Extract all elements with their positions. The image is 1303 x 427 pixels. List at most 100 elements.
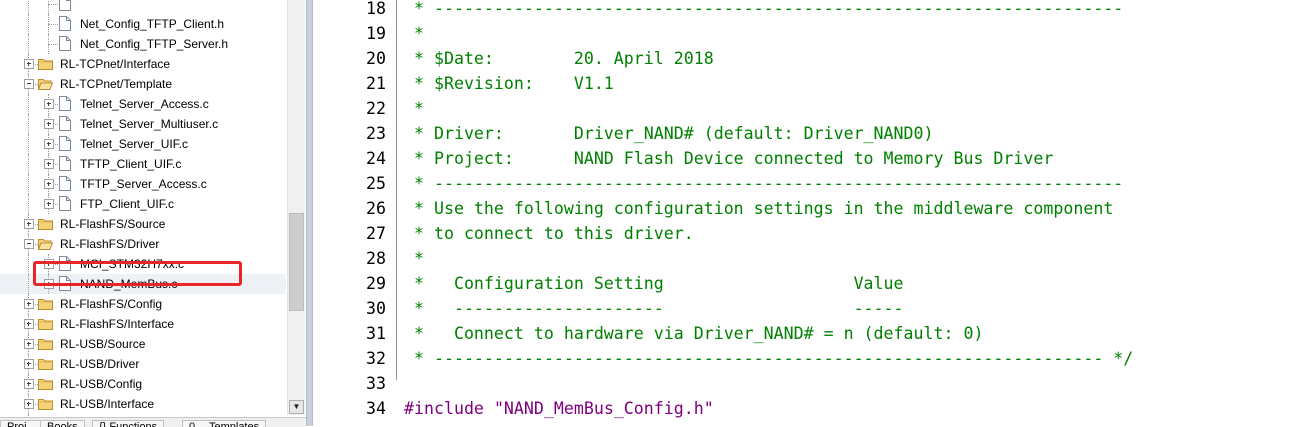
tree-file-item[interactable]: Net_Config_TFTP_Client.h (0, 14, 286, 34)
window-tab[interactable]: 0→ Templates (182, 420, 267, 427)
folder-icon (38, 358, 53, 370)
tree-file-item[interactable]: Telnet_Server_UIF.c (0, 134, 286, 154)
code-line[interactable]: * to connect to this driver. (404, 224, 694, 243)
tree-item-label: RL-FlashFS/Interface (60, 317, 175, 331)
tree-folder-item[interactable]: RL-FlashFS/Config (0, 294, 286, 314)
tree-item-label: Telnet_Server_Access.c (80, 97, 209, 111)
code-line[interactable]: * $Date: 20. April 2018 (404, 49, 714, 68)
tree-file-item[interactable]: TFTP_Client_UIF.c (0, 154, 286, 174)
code-line[interactable]: * Project: NAND Flash Device connected t… (404, 149, 1054, 168)
code-line[interactable]: * Driver: Driver_NAND# (default: Driver_… (404, 124, 934, 143)
tree-file-item[interactable] (0, 0, 286, 14)
pane-splitter[interactable] (306, 0, 313, 426)
tree-folder-item[interactable]: RL-TCPnet/Template (0, 74, 286, 94)
tree-item-label: RL-USB/Interface (60, 397, 155, 411)
folder-open-icon (38, 238, 53, 250)
expand-plus-icon[interactable] (24, 339, 34, 349)
expand-plus-icon[interactable] (44, 159, 54, 169)
line-number: 27 (366, 224, 386, 243)
tree-item-label: RL-USB/Source (60, 337, 146, 351)
code-line[interactable]: * (404, 99, 424, 118)
expand-plus-icon[interactable] (24, 379, 34, 389)
line-number: 23 (366, 124, 386, 143)
expand-plus-icon[interactable] (24, 219, 34, 229)
tree-folder-item[interactable]: RL-USB/Source (0, 334, 286, 354)
line-number: 20 (366, 49, 386, 68)
file-icon (59, 196, 71, 211)
tree-guide-line (48, 44, 58, 45)
line-number: 28 (366, 249, 386, 268)
code-line[interactable]: * Use the following configuration settin… (404, 199, 1114, 218)
folder-icon (38, 298, 53, 310)
expand-plus-icon[interactable] (24, 299, 34, 309)
tree-file-item[interactable]: Net_Config_TFTP_Server.h (0, 34, 286, 54)
code-line[interactable]: * Connect to hardware via Driver_NAND# =… (404, 324, 984, 343)
expand-plus-icon[interactable] (24, 319, 34, 329)
code-line[interactable]: * --------------------------------------… (404, 174, 1124, 193)
code-line[interactable]: * (404, 249, 424, 268)
tree-guide-line (28, 194, 29, 214)
line-number: 32 (366, 349, 386, 368)
collapse-minus-icon[interactable] (24, 79, 34, 89)
tree-guide-line (48, 4, 58, 5)
tree-folder-item[interactable]: RL-USB/Config (0, 374, 286, 394)
collapse-minus-icon[interactable] (24, 239, 34, 249)
selection-highlight-box (33, 261, 242, 286)
code-line[interactable]: * --------------------------------------… (404, 349, 1134, 368)
file-icon (59, 0, 71, 11)
tree-item-label: RL-USB/Driver (60, 357, 140, 371)
line-number: 18 (366, 0, 386, 18)
tree-item-label: RL-FlashFS/Driver (60, 237, 160, 251)
code-line[interactable]: * Configuration Setting Value (404, 274, 904, 293)
expand-plus-icon[interactable] (44, 139, 54, 149)
tree-file-item[interactable]: Telnet_Server_Multiuser.c (0, 114, 286, 134)
line-number: 25 (366, 174, 386, 193)
tree-file-item[interactable]: FTP_Client_UIF.c (0, 194, 286, 214)
tree-folder-item[interactable]: RL-FlashFS/Interface (0, 314, 286, 334)
tree-folder-item[interactable]: RL-TCPnet/Interface (0, 54, 286, 74)
tree-guide-line (28, 274, 29, 294)
code-line[interactable]: * (404, 24, 424, 43)
tree-folder-item[interactable]: RL-FlashFS/Source (0, 214, 286, 234)
tree-guide-line (28, 0, 29, 14)
fold-margin-line (396, 0, 397, 380)
folder-icon (38, 318, 53, 330)
tree-file-item[interactable]: MCI_STM32H7xx.c (0, 254, 286, 274)
expand-plus-icon[interactable] (44, 119, 54, 129)
file-icon (59, 96, 71, 111)
window-tab[interactable]: Books (40, 420, 85, 427)
code-line[interactable]: * $Revision: V1.1 (404, 74, 614, 93)
expand-plus-icon[interactable] (24, 399, 34, 409)
line-number: 24 (366, 149, 386, 168)
tree-scrollbar[interactable]: ▼ (287, 0, 305, 415)
code-line[interactable]: * --------------------------------------… (404, 0, 1124, 18)
expand-plus-icon[interactable] (24, 359, 34, 369)
tree-item-label: TFTP_Server_Access.c (80, 177, 207, 191)
tree-scrollbar-thumb[interactable] (289, 213, 304, 311)
tree-file-item[interactable]: Telnet_Server_Access.c (0, 94, 286, 114)
file-icon (59, 136, 71, 151)
scroll-down-arrow-icon[interactable]: ▼ (289, 400, 304, 414)
expand-plus-icon[interactable] (44, 199, 54, 209)
folder-icon (38, 398, 53, 410)
tree-guide-line (28, 94, 29, 114)
file-icon (59, 116, 71, 131)
tree-file-item[interactable]: TFTP_Server_Access.c (0, 174, 286, 194)
expand-plus-icon[interactable] (44, 99, 54, 109)
tree-folder-item[interactable]: RL-FlashFS/Driver (0, 234, 286, 254)
window-tab[interactable]: {} Functions (92, 420, 165, 427)
expand-plus-icon[interactable] (44, 179, 54, 189)
code-line[interactable]: * --------------------- ----- (404, 299, 904, 318)
tree-guide-line (48, 0, 49, 14)
tree-guide-line (28, 114, 29, 134)
tree-guide-line (28, 134, 29, 154)
preprocessor-keyword: #include (404, 399, 484, 418)
expand-plus-icon[interactable] (24, 59, 34, 69)
tree-folder-item[interactable]: RL-USB/Interface (0, 394, 286, 414)
include-directive[interactable]: #include "NAND_MemBus_Config.h" (404, 396, 714, 421)
tree-folder-item[interactable]: RL-USB/Driver (0, 354, 286, 374)
